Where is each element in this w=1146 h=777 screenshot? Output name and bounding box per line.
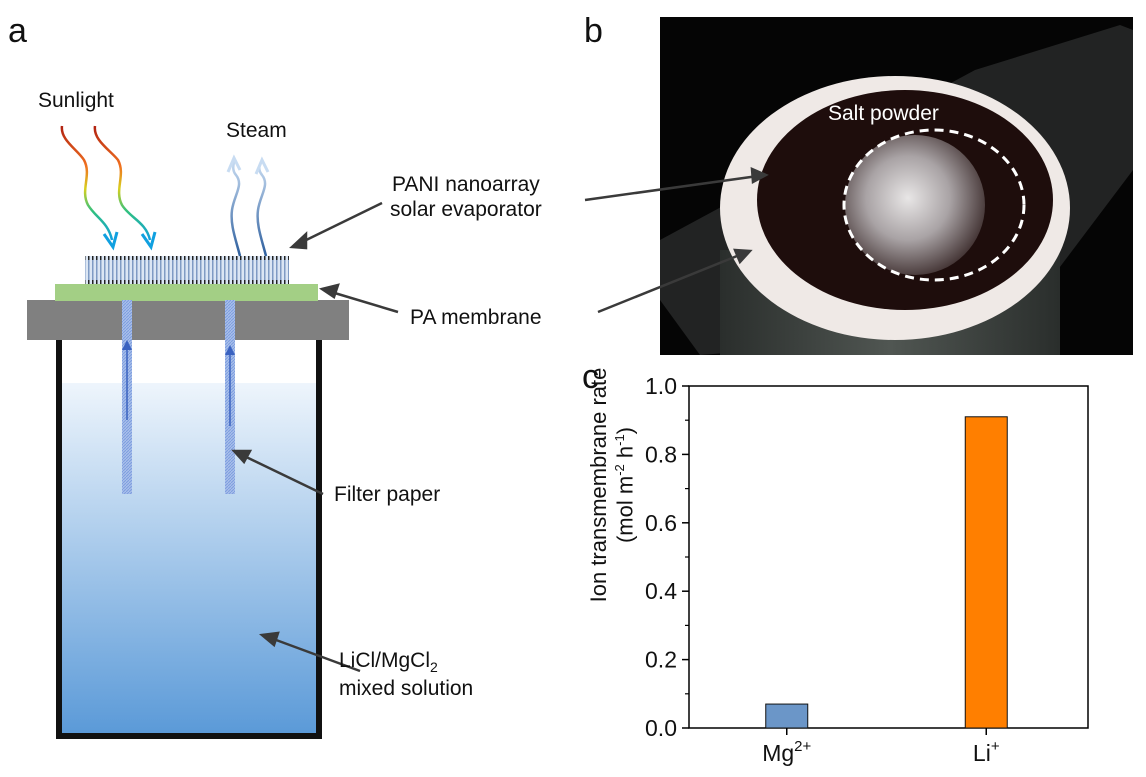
arrow-membrane — [327, 289, 399, 314]
label-solution: LiCl/MgCl2 mixed solution — [339, 648, 473, 701]
panel-label-b: b — [584, 12, 603, 50]
arrow-solution — [267, 635, 361, 673]
steam-ray — [230, 158, 242, 257]
x-tick-label: Mg2+ — [762, 738, 811, 766]
label-evaporator-line2: solar evaporator — [390, 198, 542, 222]
arrow-evaporator — [297, 201, 383, 246]
panel-label-c: c — [582, 358, 599, 396]
sample-holder — [720, 250, 1060, 355]
label-sunlight: Sunlight — [38, 89, 114, 112]
holder-plate — [27, 300, 349, 340]
bar-mg — [765, 703, 809, 729]
pani-nanoarray — [85, 256, 289, 284]
bar-li — [964, 416, 1008, 729]
y-tick-label: 0.6 — [645, 510, 677, 536]
label-solution-line1: LiCl/MgCl2 — [339, 649, 438, 676]
y-axis-label: Ion transmembrane rate (mol m-2 h-1) — [586, 275, 639, 695]
container-walls — [56, 338, 322, 739]
y-tick-label: 0.0 — [645, 715, 677, 741]
label-salt-powder: Salt powder — [828, 102, 939, 125]
panel-a-diagram — [27, 125, 399, 739]
y-tick-label: 0.8 — [645, 441, 677, 467]
label-steam: Steam — [226, 119, 287, 142]
label-evaporator-line1: PANI nanoarray — [391, 173, 540, 196]
panel-label-a: a — [8, 12, 27, 50]
glass-slide — [660, 25, 1133, 355]
y-tick-label: 1.0 — [645, 373, 677, 399]
label-evaporator: PANI nanoarray solar evaporator — [390, 172, 542, 222]
pa-membrane — [55, 284, 318, 301]
x-tick-label: Li+ — [973, 738, 1000, 766]
plot-frame — [688, 385, 1089, 729]
salt-deposit — [845, 135, 985, 275]
label-solution-line2: mixed solution — [339, 676, 474, 700]
water — [60, 383, 316, 733]
label-pa-membrane: PA membrane — [410, 306, 542, 329]
salt-highlight-circle — [842, 128, 1026, 282]
steam-ray — [256, 160, 268, 257]
label-filter-paper: Filter paper — [334, 483, 441, 506]
y-tick-label: 0.4 — [645, 578, 677, 604]
sunlight-ray — [60, 125, 114, 241]
y-axis-label-line2: (mol m-2 h-1) — [612, 426, 638, 544]
sunlight-ray — [93, 125, 152, 241]
y-tick-label: 0.2 — [645, 647, 677, 673]
arrow-filter — [239, 452, 324, 496]
y-axis-label-line1: Ion transmembrane rate — [586, 367, 611, 603]
